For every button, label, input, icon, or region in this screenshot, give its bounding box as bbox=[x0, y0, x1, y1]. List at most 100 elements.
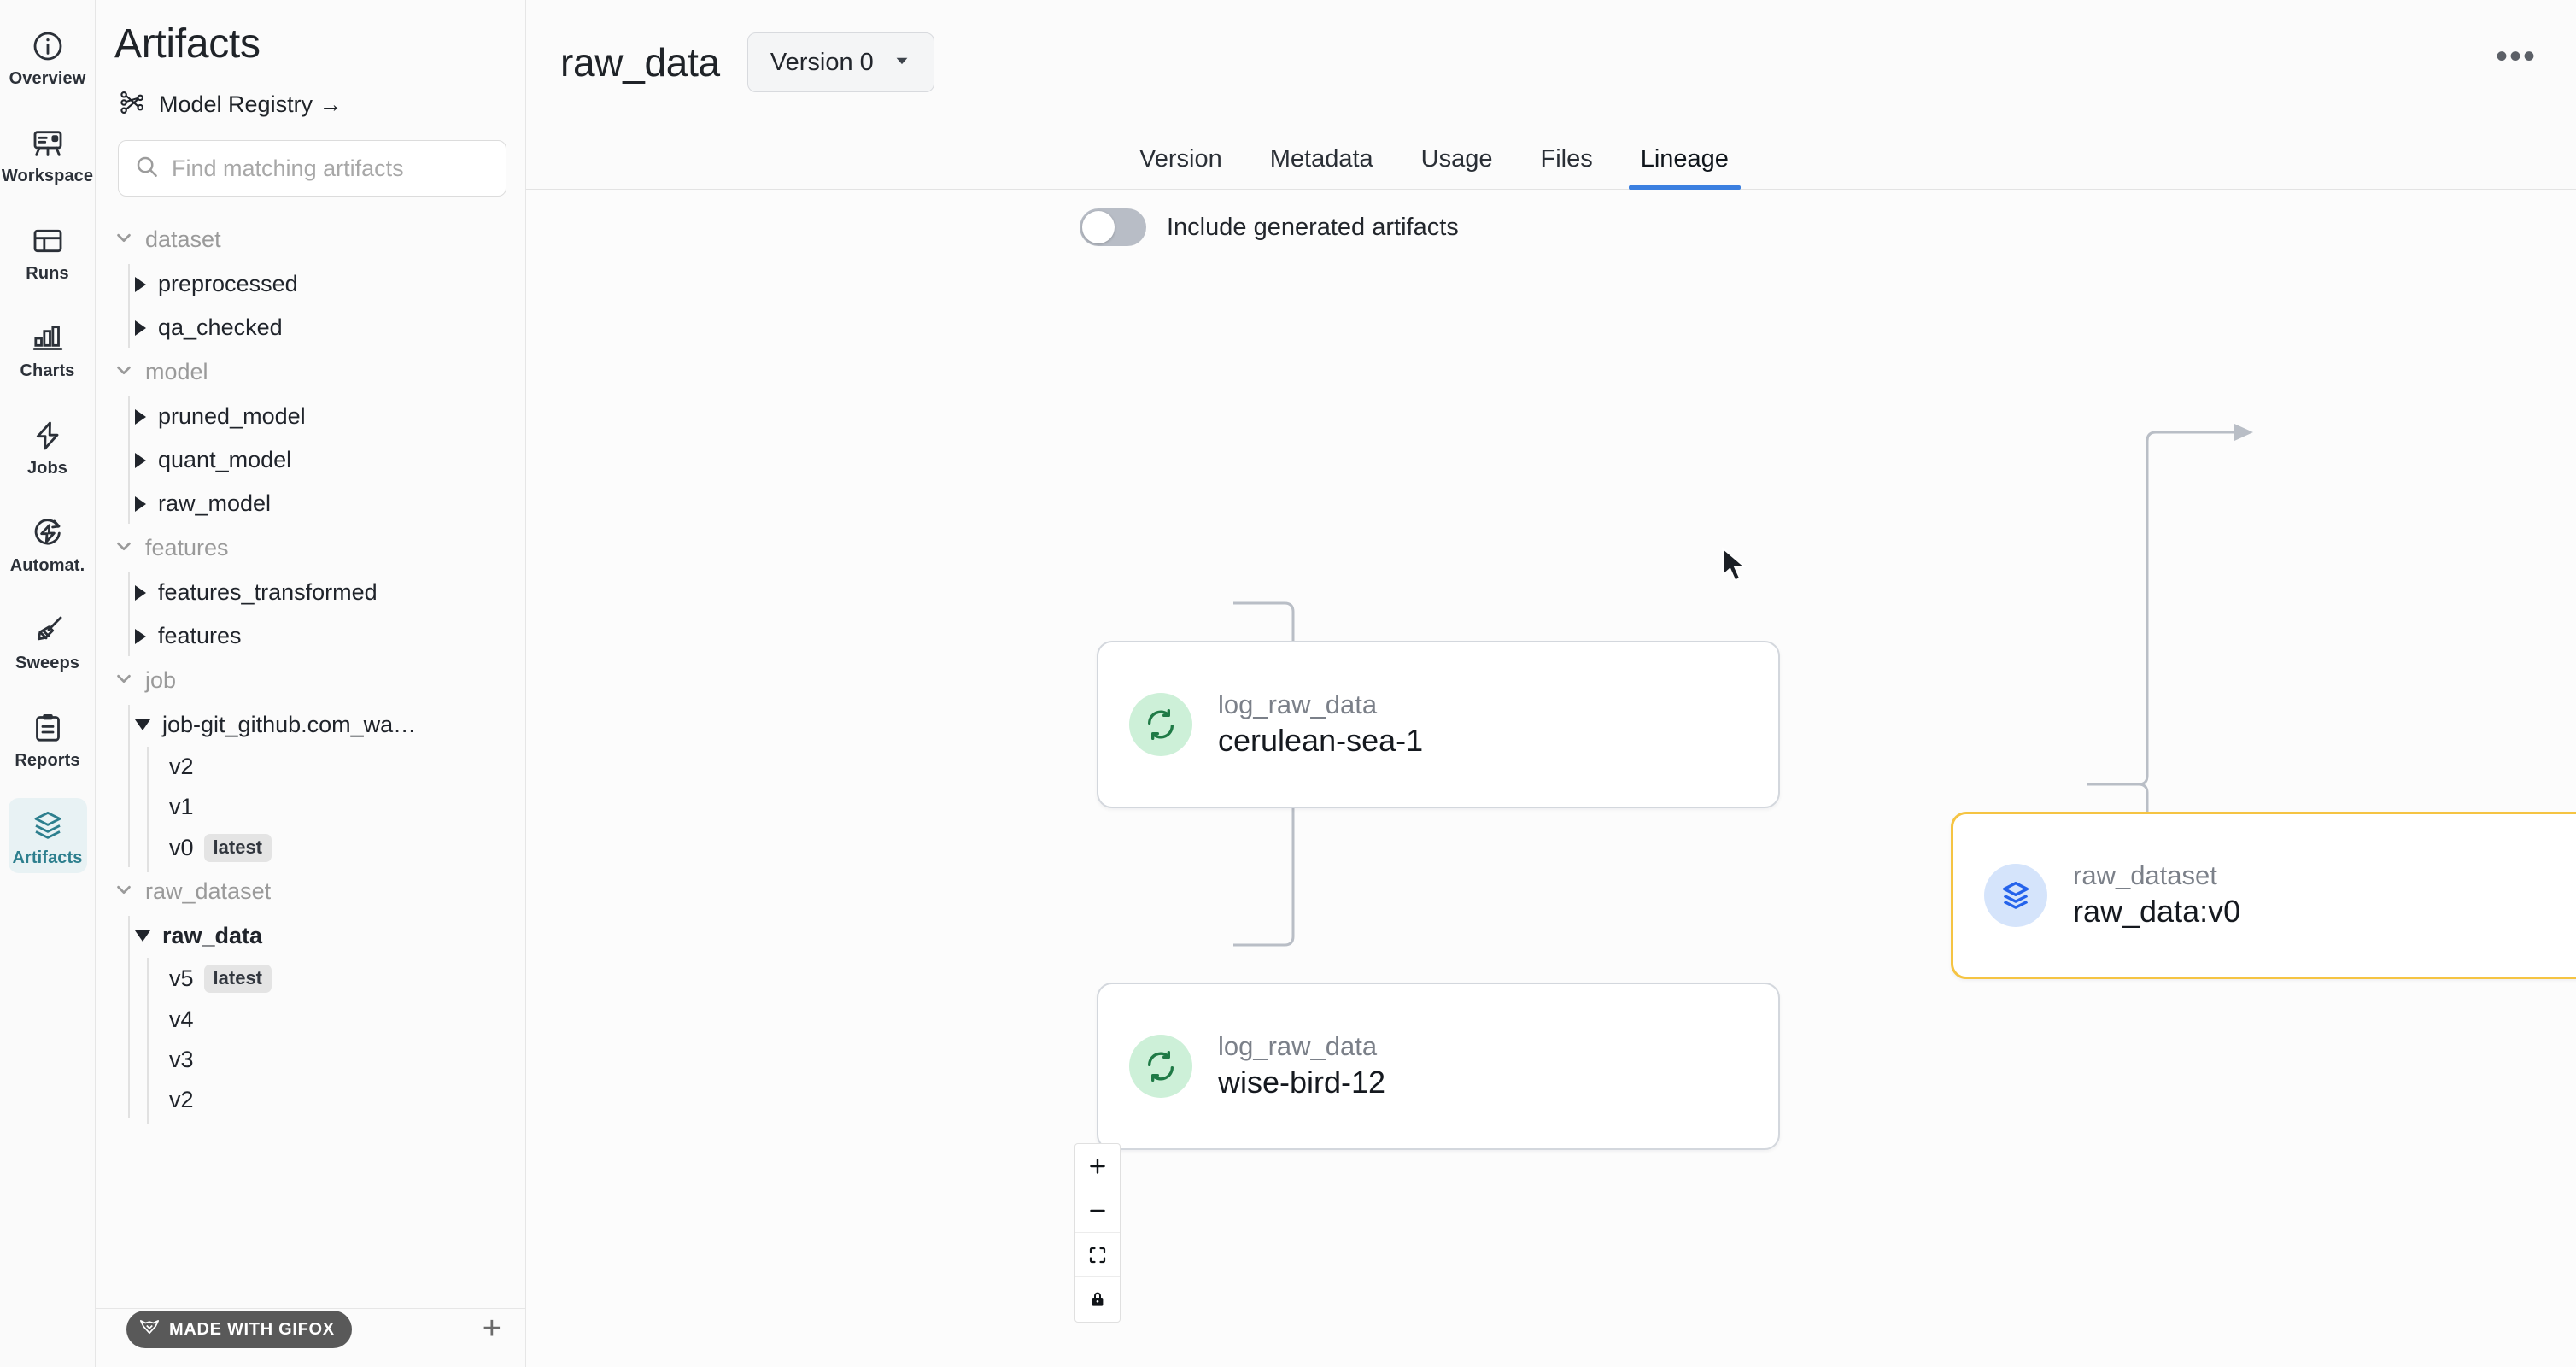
nav-item-automations[interactable]: Automat. bbox=[9, 506, 87, 581]
zoom-out-button[interactable] bbox=[1075, 1188, 1120, 1233]
tree-item-raw-data[interactable]: raw_data bbox=[135, 914, 525, 958]
clipboard-icon bbox=[29, 709, 67, 747]
tree-item-job-git-github-com-wa-[interactable]: job-git_github.com_wa… bbox=[135, 703, 525, 747]
tree-group-model[interactable]: model bbox=[96, 349, 525, 395]
nav-item-sweeps[interactable]: Sweeps bbox=[9, 603, 87, 678]
tab-files[interactable]: Files bbox=[1540, 145, 1593, 173]
broom-icon bbox=[29, 612, 67, 649]
nav-item-charts[interactable]: Charts bbox=[9, 311, 87, 386]
tree-item-features[interactable]: features bbox=[135, 614, 525, 658]
tree-group-label: features bbox=[145, 535, 229, 560]
toggle-label: Include generated artifacts bbox=[1167, 213, 1459, 241]
fox-icon bbox=[138, 1316, 161, 1343]
chevron-down-icon bbox=[114, 361, 133, 384]
version-label: v2 bbox=[169, 754, 194, 779]
version-item-v1[interactable]: v1 bbox=[169, 787, 525, 827]
tree-item-label: features_transformed bbox=[158, 579, 378, 605]
version-label: v4 bbox=[169, 1006, 194, 1032]
tree-group-label: job bbox=[145, 667, 177, 693]
version-selector[interactable]: Version 0 bbox=[746, 32, 934, 92]
version-item-v2[interactable]: v2 bbox=[169, 747, 525, 787]
tree-group-features[interactable]: features bbox=[96, 525, 525, 571]
nav-item-workspace[interactable]: Workspace bbox=[2, 116, 93, 191]
tree-item-qa-checked[interactable]: qa_checked bbox=[135, 306, 525, 349]
tab-usage[interactable]: Usage bbox=[1420, 145, 1493, 173]
caret-right-icon bbox=[135, 452, 146, 468]
nav-item-artifacts[interactable]: Artifacts bbox=[8, 798, 87, 873]
tree-group-children: preprocessed qa_checked bbox=[96, 262, 525, 349]
layers-icon bbox=[1984, 864, 2047, 927]
model-registry-link[interactable]: Model Registry → bbox=[96, 67, 525, 121]
tab-lineage[interactable]: Lineage bbox=[1617, 145, 1753, 190]
nav-label: Automat. bbox=[9, 556, 85, 575]
search-icon bbox=[134, 154, 160, 184]
zoom-in-button[interactable] bbox=[1075, 1144, 1120, 1188]
chevron-down-icon bbox=[114, 228, 133, 251]
tree-item-raw-model[interactable]: raw_model bbox=[135, 482, 525, 525]
lock-canvas-button[interactable] bbox=[1075, 1277, 1120, 1322]
nav-item-overview[interactable]: Overview bbox=[9, 19, 87, 94]
version-item-v3[interactable]: v3 bbox=[169, 1040, 525, 1080]
add-artifact-button[interactable]: + bbox=[482, 1311, 501, 1346]
nav-item-jobs[interactable]: Jobs bbox=[9, 408, 87, 484]
nav-label: Sweeps bbox=[15, 654, 80, 672]
nav-label: Charts bbox=[20, 361, 75, 380]
tree-item-quant-model[interactable]: quant_model bbox=[135, 438, 525, 482]
chevron-down-icon bbox=[893, 51, 911, 74]
version-selector-label: Version 0 bbox=[770, 48, 874, 76]
tree-item-preprocessed[interactable]: preprocessed bbox=[135, 262, 525, 306]
caret-right-icon bbox=[135, 584, 146, 601]
main-content: raw_data Version 0 ••• Version Metadata Us… bbox=[526, 0, 2576, 1367]
artifact-header: raw_data Version 0 ••• bbox=[526, 0, 2576, 125]
lineage-canvas[interactable]: Include generated artifacts log_raw_data… bbox=[526, 190, 2576, 1367]
tree-item-pruned-model[interactable]: pruned_model bbox=[135, 395, 525, 438]
info-circle-icon bbox=[29, 27, 67, 65]
tree-item-label: raw_model bbox=[158, 490, 272, 516]
nav-item-runs[interactable]: Runs bbox=[9, 214, 87, 289]
lineage-node-name: wise-bird-12 bbox=[1218, 1065, 1386, 1100]
nav-item-reports[interactable]: Reports bbox=[9, 701, 87, 776]
artifact-search[interactable] bbox=[118, 140, 506, 197]
fit-to-view-button[interactable] bbox=[1075, 1233, 1120, 1277]
artifacts-panel: Artifacts Model Registry → datasetprepro… bbox=[96, 0, 526, 1367]
version-label: v2 bbox=[169, 1087, 194, 1112]
tree-item-features-transformed[interactable]: features_transformed bbox=[135, 571, 525, 614]
tree-group-children: features_transformed features bbox=[96, 571, 525, 658]
tree-group-raw_dataset[interactable]: raw_dataset bbox=[96, 869, 525, 914]
nav-label: Overview bbox=[9, 69, 86, 88]
version-item-v4[interactable]: v4 bbox=[169, 1000, 525, 1040]
version-label: v5 bbox=[169, 965, 194, 991]
artifact-tabs: Version Metadata Usage Files Lineage bbox=[526, 125, 2576, 190]
gifox-label: MADE WITH GIFOX bbox=[169, 1319, 335, 1339]
tree-group-job[interactable]: job bbox=[96, 658, 525, 703]
version-label: v1 bbox=[169, 794, 194, 819]
caret-right-icon bbox=[135, 276, 146, 292]
version-item-v2[interactable]: v2 bbox=[169, 1080, 525, 1120]
include-generated-artifacts-toggle[interactable] bbox=[1080, 208, 1146, 246]
tree-group-label: model bbox=[145, 359, 208, 384]
tree-item-label: preprocessed bbox=[158, 271, 298, 296]
layers-icon bbox=[29, 807, 67, 844]
tab-metadata[interactable]: Metadata bbox=[1269, 145, 1373, 173]
tree-group-dataset[interactable]: dataset bbox=[96, 217, 525, 262]
overflow-menu-button[interactable]: ••• bbox=[2495, 38, 2537, 75]
nav-label: Workspace bbox=[1, 167, 94, 185]
tree-item-label: pruned_model bbox=[158, 403, 306, 429]
caret-down-icon bbox=[135, 930, 150, 942]
caret-right-icon bbox=[135, 320, 146, 336]
chevron-down-icon bbox=[114, 537, 133, 560]
tab-version[interactable]: Version bbox=[1139, 145, 1222, 173]
nav-label: Reports bbox=[15, 751, 80, 770]
search-input[interactable] bbox=[172, 155, 490, 182]
